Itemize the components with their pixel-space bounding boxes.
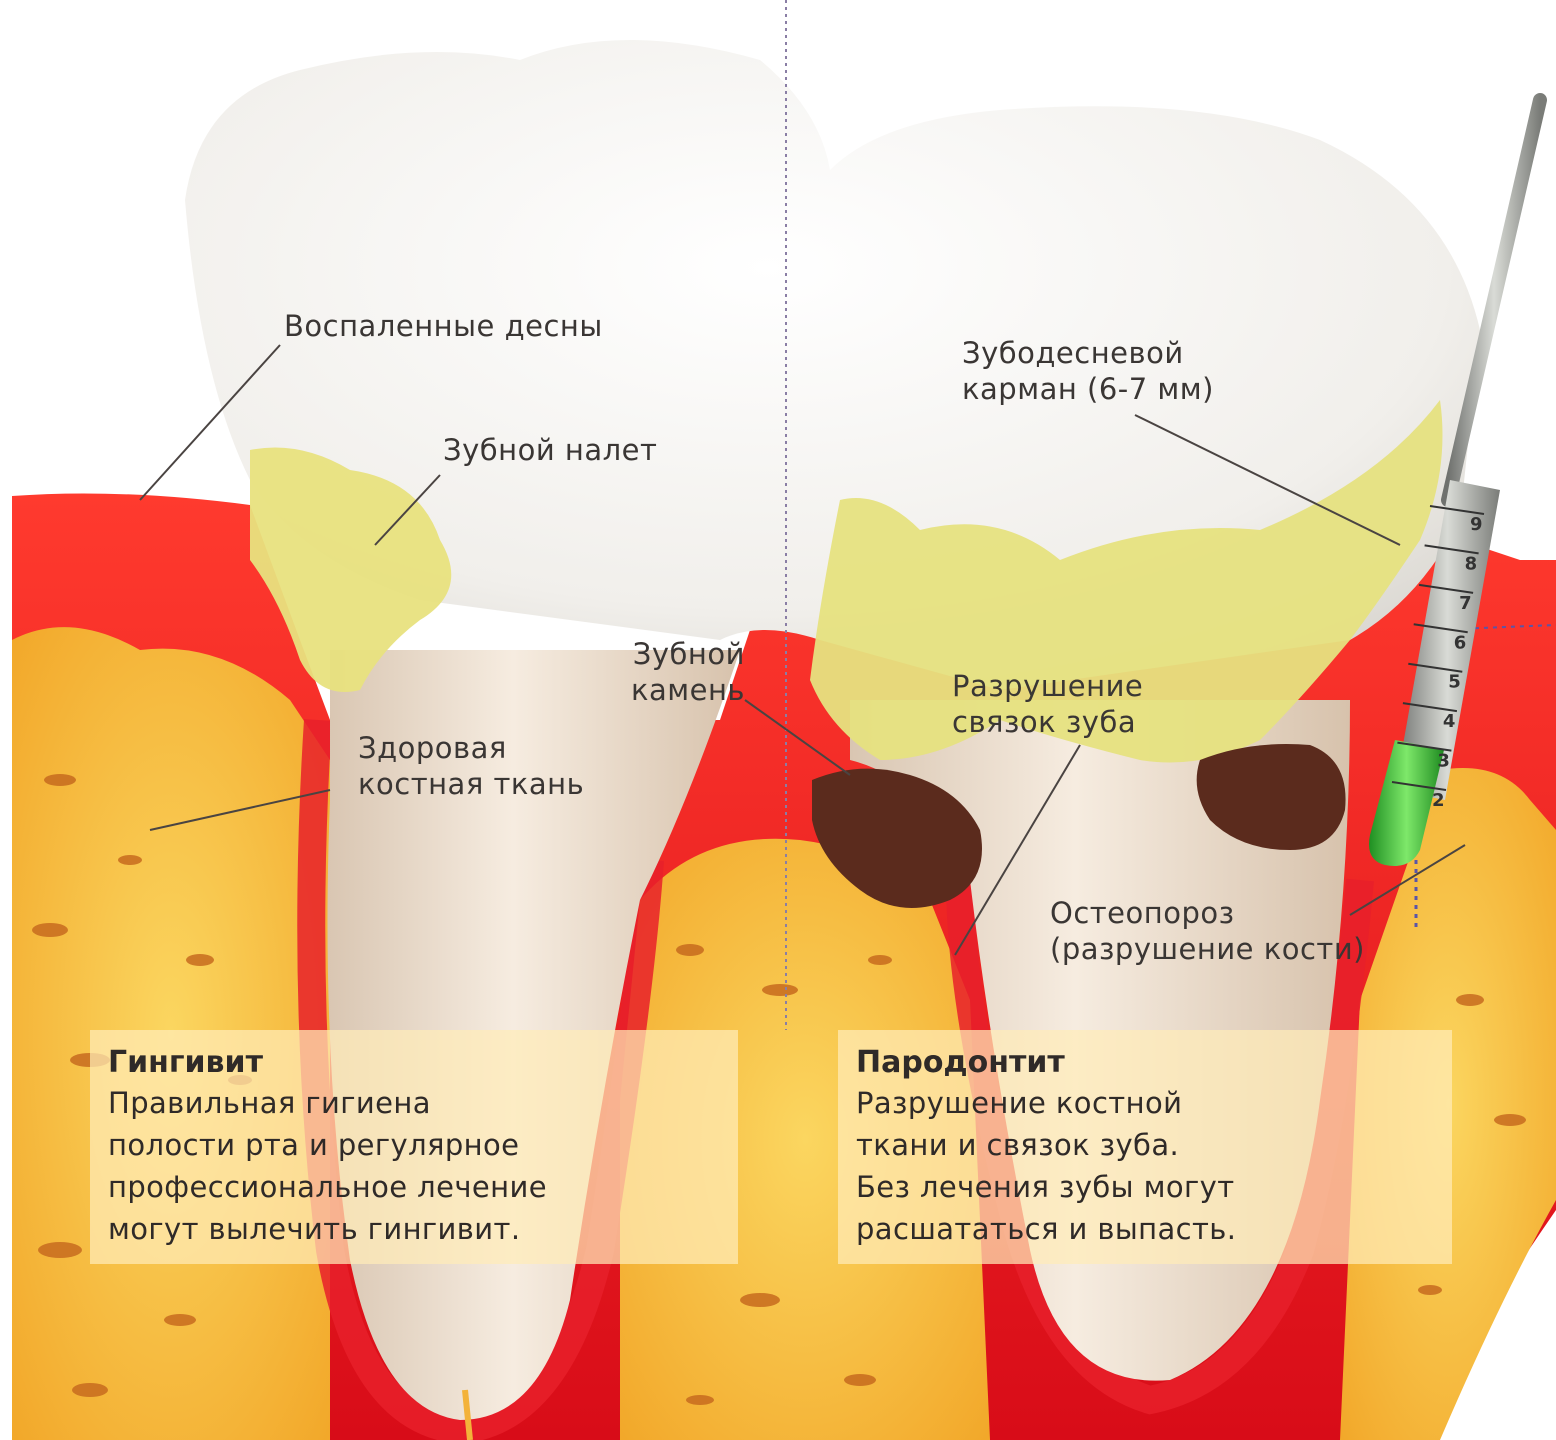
label-osteoporosis-line1: Остеопороз xyxy=(1050,896,1235,930)
gingivitis-line: профессиональное лечение xyxy=(108,1166,720,1208)
label-healthy-bone-line2: костная ткань xyxy=(358,767,584,801)
label-inflamed-gums: Воспаленные десны xyxy=(284,308,603,344)
periodontitis-line: расшататься и выпасть. xyxy=(856,1208,1434,1250)
probe-scale-number: 5 xyxy=(1448,672,1461,693)
probe-scale-number: 7 xyxy=(1459,593,1472,614)
gingivitis-line: Правильная гигиена xyxy=(108,1082,720,1124)
label-calculus-line2: камень xyxy=(631,673,745,707)
label-ligament-destruction: Разрушение связок зуба xyxy=(952,668,1143,740)
gingivitis-line: могут вылечить гингивит. xyxy=(108,1208,720,1250)
gingivitis-panel: Гингивит Правильная гигиена полости рта … xyxy=(90,1030,738,1264)
probe-scale-number: 8 xyxy=(1465,553,1478,574)
label-ligament-line2: связок зуба xyxy=(952,705,1136,739)
label-ligament-line1: Разрушение xyxy=(952,669,1143,703)
periodontitis-panel: Пародонтит Разрушение костной ткани и св… xyxy=(838,1030,1452,1264)
gingivitis-title: Гингивит xyxy=(108,1044,720,1082)
probe-scale-number: 2 xyxy=(1432,790,1445,811)
probe-scale-number: 6 xyxy=(1454,632,1467,653)
gingivitis-line: полости рта и регулярное xyxy=(108,1124,720,1166)
label-healthy-bone: Здоровая костная ткань xyxy=(358,730,584,802)
probe-scale-number: 4 xyxy=(1443,711,1456,732)
label-calculus: Зубной камень xyxy=(570,636,745,708)
label-osteoporosis-line2: (разрушение кости) xyxy=(1050,932,1365,966)
probe-scale-number: 9 xyxy=(1470,514,1483,535)
label-calculus-line1: Зубной xyxy=(633,637,745,671)
label-healthy-bone-line1: Здоровая xyxy=(358,731,507,765)
probe-scale-number: 3 xyxy=(1437,751,1450,772)
label-gum-pocket: Зубодесневой карман (6-7 мм) xyxy=(962,335,1214,407)
periodontitis-title: Пародонтит xyxy=(856,1044,1434,1082)
label-gum-pocket-line1: Зубодесневой xyxy=(962,336,1184,370)
label-gum-pocket-line2: карман (6-7 мм) xyxy=(962,372,1214,406)
periodontitis-line: Разрушение костной xyxy=(856,1082,1434,1124)
periodontitis-line: Без лечения зубы могут xyxy=(856,1166,1434,1208)
label-osteoporosis: Остеопороз (разрушение кости) xyxy=(1050,895,1365,967)
label-plaque: Зубной налет xyxy=(443,432,657,468)
periodontitis-line: ткани и связок зуба. xyxy=(856,1124,1434,1166)
